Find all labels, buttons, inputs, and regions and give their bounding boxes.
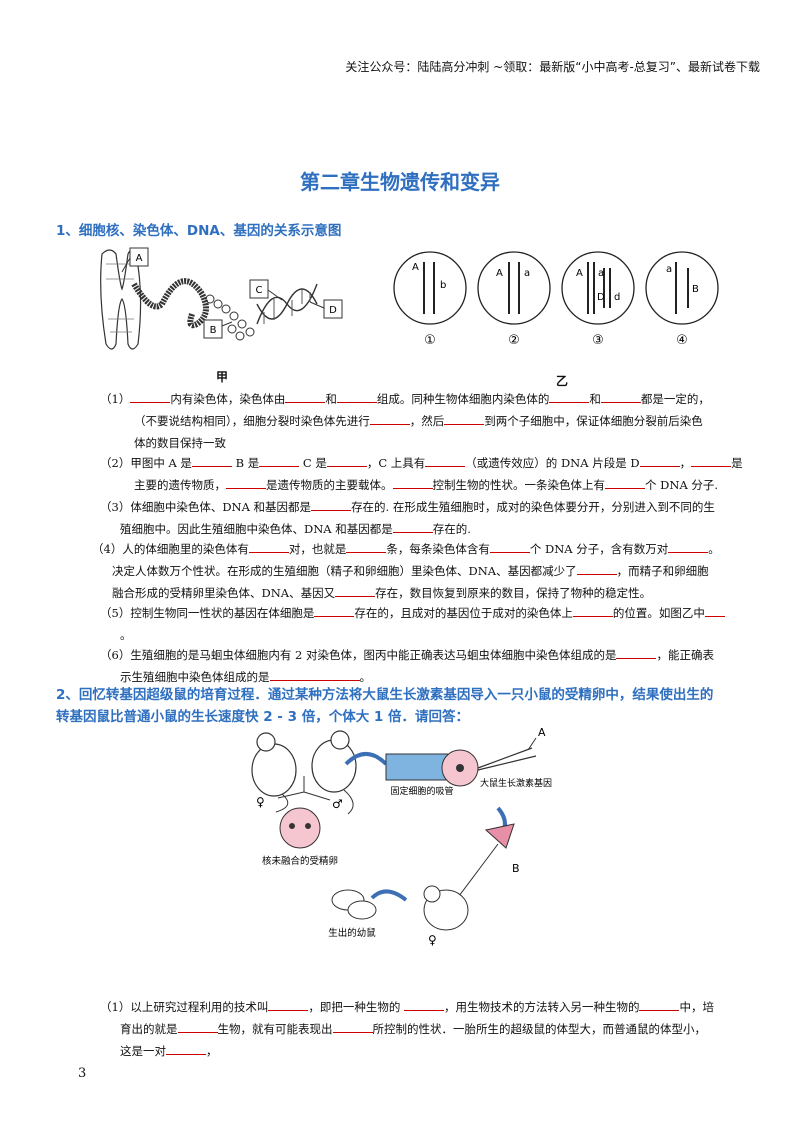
c4-letter-b: B bbox=[692, 284, 699, 295]
c1-letter-a: A bbox=[412, 262, 419, 273]
chromosome-dna-diagram: A B C D bbox=[100, 247, 343, 350]
s1-q3: （3）体细胞中染色体、DNA 和基因都是存在的. 在形成生殖细胞时，成对的染色体… bbox=[100, 496, 750, 540]
page-number: 3 bbox=[78, 1066, 87, 1081]
fig-yi-label: 乙 bbox=[556, 374, 569, 388]
egg-label: 核未融合的受精卵 bbox=[262, 855, 338, 867]
c3-letter-d: d bbox=[614, 292, 620, 303]
page-header: 关注公众号：陆陆高分冲刺 ~领取：最新版“小中高考-总复习”、最新试卷下载 bbox=[345, 60, 760, 74]
male-symbol: ♂ bbox=[332, 797, 343, 811]
circle-num-1: ① bbox=[424, 333, 436, 348]
circle-num-4: ④ bbox=[676, 333, 688, 348]
cell-circles-diagram: A b A a A a D d a B ① ② ③ ④ bbox=[393, 251, 719, 348]
pipette-label: 固定细胞的吸管 bbox=[390, 785, 453, 797]
c2-letter-b: a bbox=[524, 268, 530, 279]
female-symbol: ♀ bbox=[256, 795, 265, 809]
s1-q5: （5）控制生物同一性状的基因在体细胞是存在的，且成对的基因位于成对的染色体上的位… bbox=[100, 602, 750, 646]
section1-heading: 1、细胞核、染色体、DNA、基因的关系示意图 bbox=[56, 223, 342, 239]
s1-q4: （4）人的体细胞里的染色体有对，也就是条，每条染色体含有个 DNA 分子，含有数… bbox=[92, 538, 762, 604]
female-symbol-2: ♀ bbox=[428, 933, 437, 947]
box-b-label: B bbox=[210, 325, 217, 336]
circle-num-2: ② bbox=[508, 333, 520, 348]
babies-label: 生出的幼鼠 bbox=[328, 927, 376, 939]
s1-q1: （1）内有染色体，染色体由和组成。同种生物体细胞内染色体的和都是一定的， （不要… bbox=[100, 388, 750, 454]
c1-letter-b: b bbox=[440, 280, 446, 291]
c2-letter-a: A bbox=[496, 268, 503, 279]
s2-q1: （1）以上研究过程利用的技术叫，即把一种生物的 ，用生物技术的方法转入另一种生物… bbox=[100, 996, 760, 1062]
s1-q6: （6）生殖细胞的是马蛔虫体细胞内有 2 对染色体，图丙中能正确表达马蛔虫体细胞中… bbox=[100, 644, 750, 688]
c3-letter-c: D bbox=[597, 292, 605, 303]
label-a: A bbox=[538, 726, 546, 739]
c3-letter-a: A bbox=[576, 268, 583, 279]
c4-letter-a: a bbox=[666, 264, 672, 275]
box-a-label: A bbox=[136, 253, 143, 264]
fig-jia-label: 甲 bbox=[216, 370, 229, 384]
c3-letter-b: a bbox=[598, 268, 604, 279]
section2-heading: 2、回忆转基因超级鼠的培育过程．通过某种方法将大鼠生长激素基因导入一只小鼠的受精… bbox=[56, 687, 714, 725]
transgenic-mouse-diagram: ♀ ♂ 核未融合的受精卵 固定细胞的吸管 A 大鼠生长激素基因 B ♀ 生出的幼… bbox=[251, 726, 552, 947]
label-b: B bbox=[512, 862, 520, 875]
s1-q2: （2）甲图中 A 是 B 是 C 是，C 上具有（或遗传效应）的 DNA 片段是… bbox=[100, 452, 750, 496]
box-c-label: C bbox=[256, 285, 263, 296]
chapter-title: 第二章生物遗传和变异 bbox=[300, 170, 500, 194]
box-d-label: D bbox=[329, 305, 337, 316]
circle-num-3: ③ bbox=[592, 333, 604, 348]
gene-label: 大鼠生长激素基因 bbox=[480, 777, 552, 789]
